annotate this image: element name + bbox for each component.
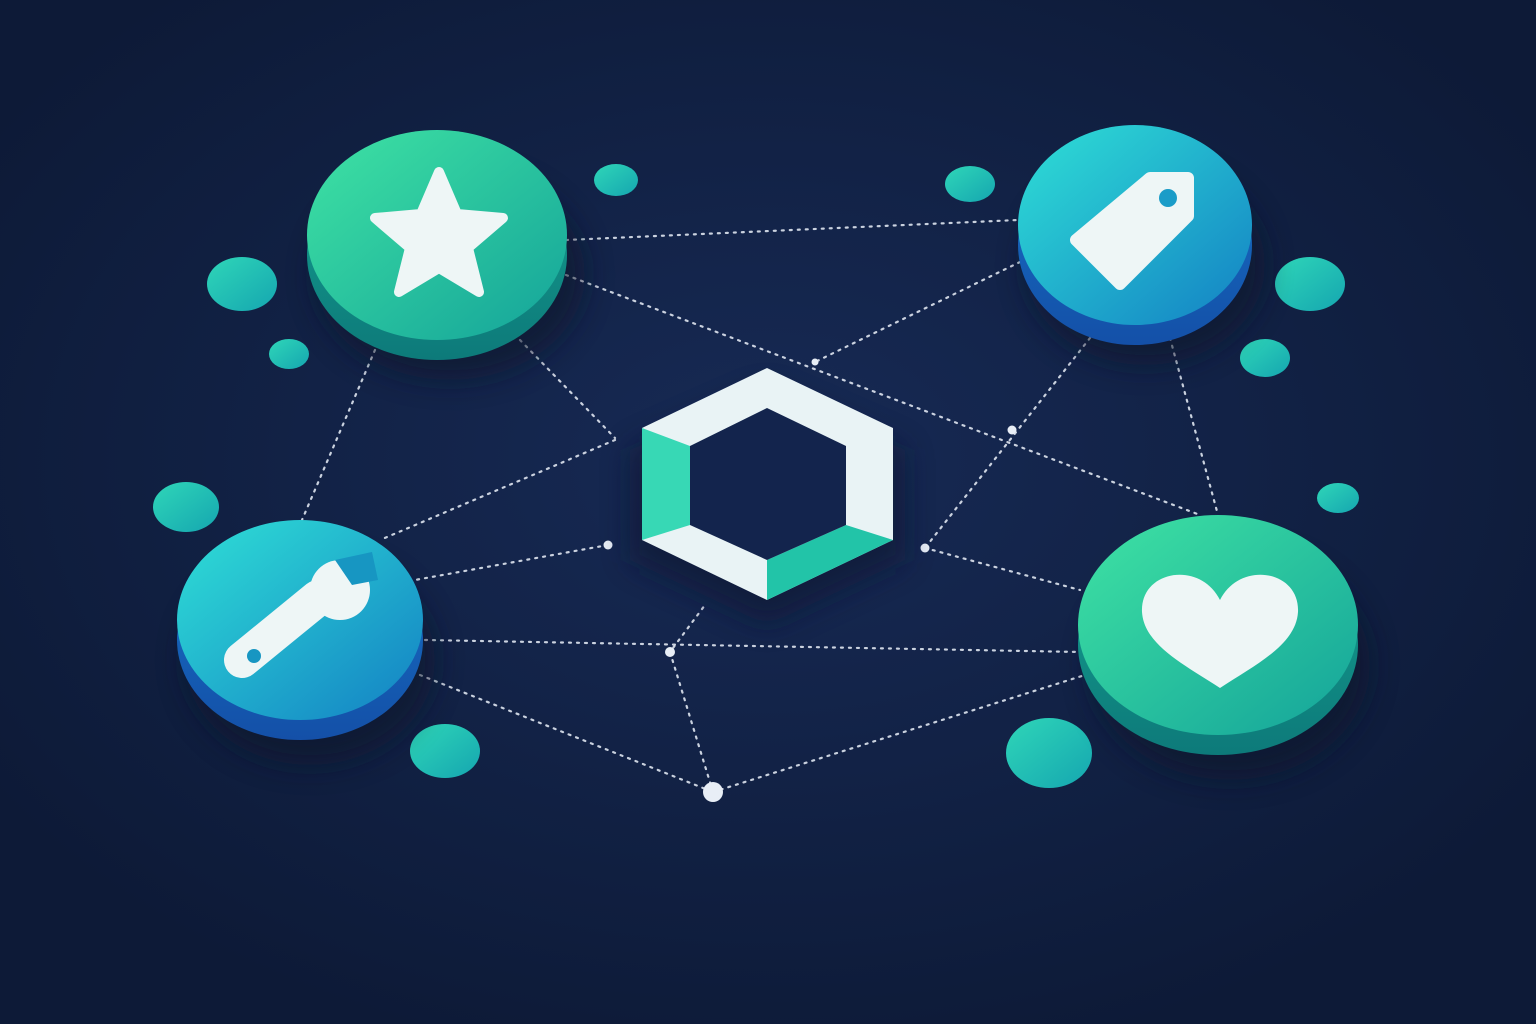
junction-nodes <box>603 358 1017 802</box>
tag-icon <box>1070 172 1194 290</box>
node-wrench[interactable] <box>177 520 435 765</box>
junction-node <box>920 543 930 553</box>
dot <box>1240 339 1290 377</box>
junction-node <box>603 540 613 550</box>
decorative-dots <box>153 164 1359 788</box>
node-tag[interactable] <box>1018 125 1265 365</box>
dot <box>207 257 277 311</box>
junction-node <box>703 782 723 802</box>
connection-lines <box>300 218 1220 794</box>
node-star[interactable] <box>307 130 585 380</box>
star-icon <box>370 167 508 297</box>
wrench-icon <box>224 552 378 678</box>
dot <box>1006 718 1092 788</box>
node-heart[interactable] <box>1078 515 1370 780</box>
dot <box>1317 483 1359 513</box>
dot <box>410 724 480 778</box>
junction-node <box>1007 425 1017 435</box>
heart-icon <box>1141 574 1299 688</box>
dot <box>1275 257 1345 311</box>
dot <box>594 164 638 196</box>
junction-node <box>665 647 675 657</box>
hexagon-logo-icon <box>630 368 905 625</box>
dot <box>945 166 995 202</box>
dot <box>269 339 309 369</box>
dot <box>153 482 219 532</box>
junction-node <box>811 358 819 366</box>
